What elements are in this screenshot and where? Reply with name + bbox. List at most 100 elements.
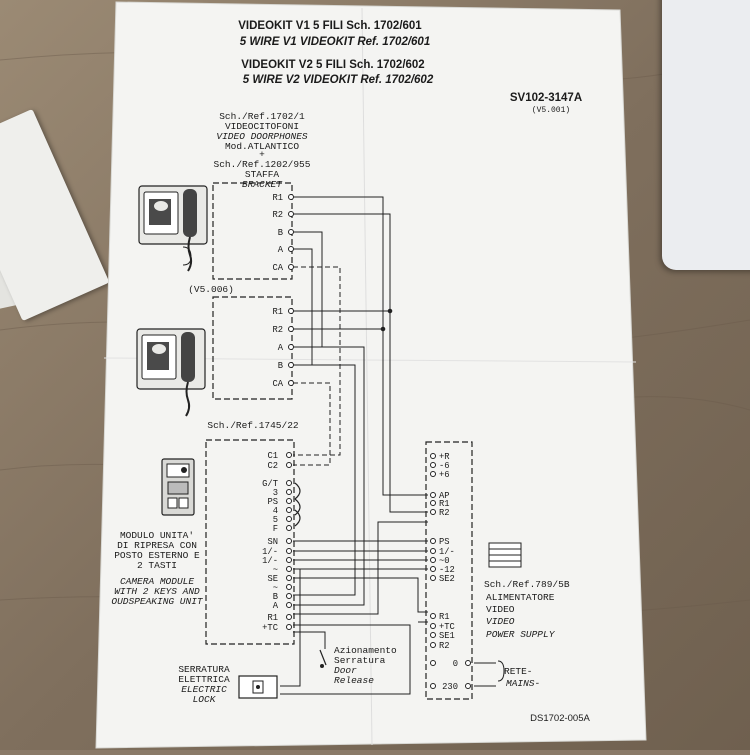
camera-terminal-screw	[286, 489, 292, 495]
power-terminal-screw	[430, 632, 436, 638]
power-label-en-2: POWER SUPPLY	[486, 629, 556, 640]
mains-label-en: MAINS-	[506, 678, 540, 689]
camera-terminal-label: 3	[273, 488, 278, 498]
power-terminal-screw	[430, 557, 436, 563]
power-terminal-label: +TC	[439, 622, 455, 632]
camera-label-it-1: MODULO UNITA'	[120, 530, 194, 541]
white-device-corner	[662, 0, 750, 270]
power-label-en-1: VIDEO	[486, 616, 515, 627]
power-terminal-screw	[430, 575, 436, 581]
electric-lock-drawing	[238, 675, 278, 699]
camera-terminal-label: ~	[273, 565, 278, 575]
power-terminal-screw	[430, 500, 436, 506]
camera-terminal-label: A	[273, 601, 279, 611]
camera-ref: Sch./Ref.1745/22	[207, 420, 299, 431]
power-label-it-2: VIDEO	[486, 604, 515, 615]
camera-module-drawing	[161, 458, 195, 516]
lock-label-it-2: ELETTRICA	[178, 674, 230, 685]
bracket-ref: Sch./Ref.1202/955	[214, 159, 311, 170]
phone-1-terminal-r2: R2	[272, 210, 283, 220]
camera-terminal-label: +TC	[262, 623, 278, 633]
camera-terminal-label: 1/-	[262, 547, 278, 557]
camera-terminal-screw	[286, 498, 292, 504]
sheet-version: (V5.001)	[532, 106, 570, 115]
power-terminal-label: R1	[439, 499, 450, 509]
power-terminal-label: +R	[439, 452, 450, 462]
camera-terminal-screw	[286, 452, 292, 458]
camera-label-en-3: OUDSPEAKING UNIT	[111, 596, 204, 607]
bracket-label-en: BRACKET	[242, 179, 283, 190]
bracket-label-it: STAFFA	[245, 169, 280, 180]
camera-label-en-1: CAMERA MODULE	[120, 576, 194, 587]
camera-terminal-screw	[286, 566, 292, 572]
camera-terminal-screw	[286, 584, 292, 590]
camera-terminal-label: SE	[267, 574, 278, 584]
camera-terminal-screw	[286, 602, 292, 608]
power-terminal-label: 230	[442, 682, 458, 692]
phone-2-terminal-b: B	[278, 361, 283, 371]
door-release-en-2: Release	[334, 675, 374, 686]
camera-terminal-label: C2	[267, 461, 278, 471]
power-terminal-label: PS	[439, 537, 450, 547]
camera-terminal-screw	[286, 548, 292, 554]
power-terminal-label: ~0	[439, 556, 450, 566]
phone-2-terminal-ca: CA	[272, 379, 283, 389]
camera-terminal-label: 4	[273, 506, 278, 516]
lock-label-en-1: ELECTRIC	[181, 684, 227, 695]
camera-terminal-label: B	[273, 592, 278, 602]
phones-ref: Sch./Ref.1702/1	[219, 111, 305, 122]
camera-terminal-screw	[286, 525, 292, 531]
power-terminal-screw	[430, 683, 436, 689]
power-supply-drawing	[488, 542, 522, 568]
power-terminal-label: -6	[439, 461, 450, 471]
power-terminal-screw	[430, 509, 436, 515]
camera-terminal-screw	[286, 538, 292, 544]
power-terminal-label: R1	[439, 612, 450, 622]
camera-terminal-screw	[286, 593, 292, 599]
phones-plus: +	[259, 149, 265, 160]
header-line-1: VIDEOKIT V1 5 FILI Sch. 1702/601	[238, 20, 422, 32]
phone-2-terminal-r2: R2	[272, 325, 283, 335]
power-label-it-1: ALIMENTATORE	[486, 592, 555, 603]
camera-terminal-screw	[286, 507, 292, 513]
power-terminal-label: R2	[439, 641, 450, 651]
phone-1-terminal-a: A	[278, 245, 284, 255]
power-terminal-label: -12	[439, 565, 455, 575]
camera-terminal-label: ~	[273, 583, 278, 593]
camera-label-it-3: POSTO ESTERNO E	[114, 550, 200, 561]
camera-terminal-screw	[286, 557, 292, 563]
videophone-drawing-2	[136, 328, 206, 417]
camera-terminal-screw	[286, 575, 292, 581]
camera-terminal-screw	[286, 462, 292, 468]
phones-label-en: VIDEO DOORPHONES	[216, 131, 308, 142]
phone-1-terminal-b: B	[278, 228, 283, 238]
power-terminal-label: 1/-	[439, 547, 455, 557]
power-terminal-label: AP	[439, 491, 450, 501]
door-release-it-1: Azionamento	[334, 645, 397, 656]
videophone-drawing-1	[138, 185, 208, 272]
camera-terminal-label: G/T	[262, 479, 278, 489]
power-terminal-screw	[430, 613, 436, 619]
phones-model: Mod.ATLANTICO	[225, 141, 299, 152]
power-terminal-screw	[430, 471, 436, 477]
phones-version: (V5.006)	[188, 284, 234, 295]
camera-label-it-4: 2 TASTI	[137, 560, 177, 571]
mains-brace	[497, 660, 505, 682]
power-terminal-screw	[430, 492, 436, 498]
phone-1-terminal-ca: CA	[272, 263, 283, 273]
power-terminal-screw	[430, 548, 436, 554]
wiring-solid	[280, 196, 496, 695]
header-line-2: 5 WIRE V1 VIDEOKIT Ref. 1702/601	[240, 36, 430, 48]
camera-terminal-screw	[286, 624, 292, 630]
power-terminal-screw	[430, 538, 436, 544]
power-terminal-label: 0	[453, 659, 458, 669]
door-release-switch	[319, 649, 327, 668]
mains-terminal-screw	[465, 660, 471, 666]
camera-label-en-2: WITH 2 KEYS AND	[114, 586, 200, 597]
power-terminal-screw	[430, 566, 436, 572]
camera-terminal-label: F	[273, 524, 278, 534]
power-ref: Sch./Ref.789/5B	[484, 579, 570, 590]
power-terminal-label: SE2	[439, 574, 455, 584]
